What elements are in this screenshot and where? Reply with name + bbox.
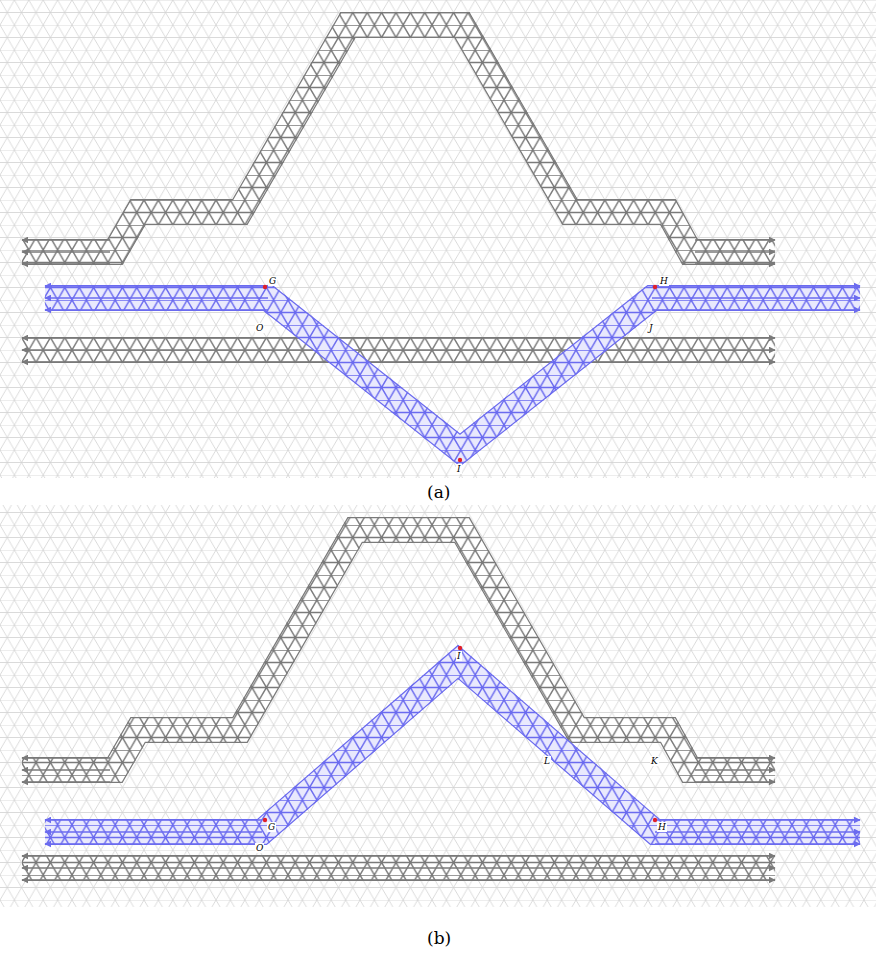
point-label: K (650, 756, 659, 766)
point-label: H (659, 276, 669, 286)
point-label: G (267, 822, 276, 832)
panel-caption: (b) (425, 928, 453, 948)
point-label: L (543, 756, 551, 766)
point-label: G (268, 276, 277, 286)
point-label: O (255, 323, 264, 333)
point-label: I (456, 464, 462, 474)
point-label: H (657, 822, 667, 832)
point-label: I (456, 651, 462, 661)
point-label: J (648, 323, 654, 333)
point-label: O (255, 843, 264, 853)
panel-caption: (a) (425, 482, 452, 502)
